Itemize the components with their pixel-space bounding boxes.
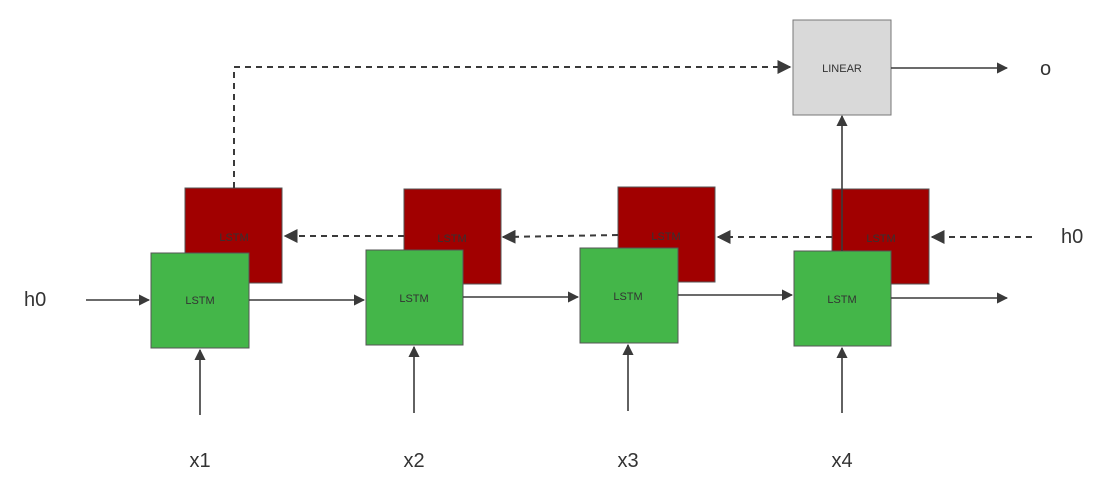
backward-lstm-label-3: LSTM (651, 231, 680, 243)
forward-lstm-cell-3: LSTM (579, 247, 679, 344)
backward-to-linear-arrow (233, 60, 792, 188)
forward-lstm-cell-1: LSTM (150, 252, 250, 349)
forward-lstm-label-2: LSTM (399, 293, 428, 305)
forward-lstm-label-3: LSTM (613, 291, 642, 303)
output-label: o (1040, 58, 1051, 80)
input-label-2: x2 (403, 450, 424, 472)
backward-init-label: h0 (1061, 226, 1083, 248)
linear-label: LINEAR (822, 63, 862, 75)
backward-arrow-3-2 (501, 229, 619, 244)
input-label-4: x4 (831, 450, 852, 472)
forward-lstm-cell-2: LSTM (365, 249, 464, 346)
forward-init-label: h0 (24, 289, 46, 311)
input-label-3: x3 (617, 450, 638, 472)
linear-layer: LINEAR (792, 19, 892, 116)
backward-lstm-label-1: LSTM (219, 232, 248, 244)
backward-lstm-label-4: LSTM (866, 233, 895, 245)
forward-lstm-label-4: LSTM (827, 294, 856, 306)
forward-lstm-label-1: LSTM (185, 295, 214, 307)
forward-lstm-cell-4: LSTM (793, 250, 892, 347)
input-label-1: x1 (189, 450, 210, 472)
backward-lstm-label-2: LSTM (437, 233, 466, 245)
